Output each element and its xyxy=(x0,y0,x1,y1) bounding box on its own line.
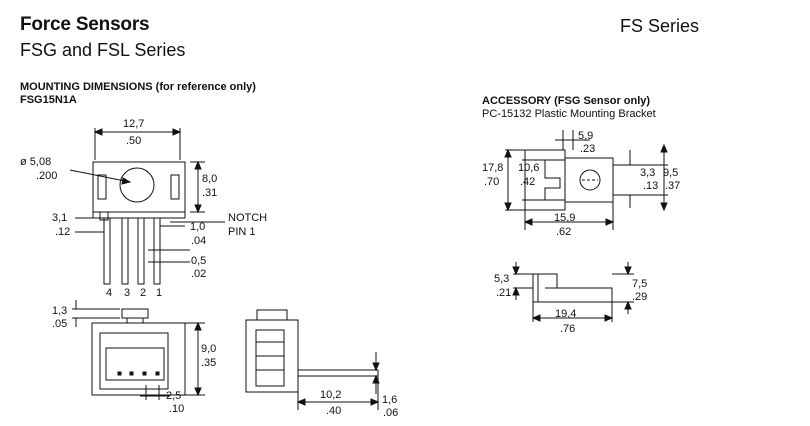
acc-b-mm: 17,8 xyxy=(482,162,504,174)
actuator-mm: 1,3 xyxy=(52,305,68,317)
pin-label-4: 4 xyxy=(106,287,113,299)
acc-g-mm: 5,3 xyxy=(494,273,510,285)
hole-in: .200 xyxy=(36,170,58,182)
pin-label-1: 1 xyxy=(156,287,163,299)
height-mm: 8,0 xyxy=(202,173,218,185)
actuator-in: .05 xyxy=(52,318,68,330)
acc-a-in: .23 xyxy=(580,143,596,155)
height-in: .31 xyxy=(202,187,218,199)
acc-i-mm: 19,4 xyxy=(555,308,577,320)
page-title: Force Sensors xyxy=(20,14,150,35)
side-thickness-in: .06 xyxy=(383,407,399,419)
notch-label: NOTCH xyxy=(228,212,268,224)
notch-mm: 1,0 xyxy=(190,221,206,233)
acc-d-in: .13 xyxy=(643,180,659,192)
side-length-in: .40 xyxy=(326,405,342,417)
width-in: .50 xyxy=(126,135,142,147)
pin-width-mm: 0,5 xyxy=(191,255,207,267)
acc-d-mm: 3,3 xyxy=(640,167,656,179)
acc-e-mm: 9,5 xyxy=(663,167,679,179)
hole-mm: ø 5,08 xyxy=(20,156,52,168)
series-label: FS Series xyxy=(620,16,700,36)
pin-label-3: 3 xyxy=(124,287,131,299)
side-thickness-mm: 1,6 xyxy=(382,394,398,406)
pitch-in: .10 xyxy=(169,403,185,415)
width-mm: 12,7 xyxy=(123,118,145,130)
body-height-mm: 9,0 xyxy=(201,343,217,355)
notch-in: .04 xyxy=(191,235,207,247)
pin-label-2: 2 xyxy=(140,287,147,299)
pin1-label: PIN 1 xyxy=(228,226,256,238)
acc-h-in: .29 xyxy=(632,291,648,303)
acc-b-in: .70 xyxy=(484,176,500,188)
acc-c-in: .42 xyxy=(520,176,536,188)
lead-mm: 3,1 xyxy=(52,212,68,224)
acc-e-in: .37 xyxy=(665,180,681,192)
mounting-part: FSG15N1A xyxy=(20,94,77,106)
acc-g-in: .21 xyxy=(496,287,512,299)
body-height-in: .35 xyxy=(201,357,217,369)
acc-f-mm: 15,9 xyxy=(554,212,576,224)
acc-h-mm: 7,5 xyxy=(632,278,648,290)
acc-c-mm: 10,6 xyxy=(518,162,540,174)
acc-i-in: .76 xyxy=(560,323,576,335)
accessory-part: PC-15132 Plastic Mounting Bracket xyxy=(482,108,656,120)
side-length-mm: 10,2 xyxy=(320,389,342,401)
acc-f-in: .62 xyxy=(556,226,572,238)
pin-width-in: .02 xyxy=(191,268,207,280)
accessory-heading: ACCESSORY (FSG Sensor only) xyxy=(482,95,651,107)
pitch-mm: 2,5 xyxy=(166,390,182,402)
page-subtitle: FSG and FSL Series xyxy=(20,40,186,60)
mounting-heading: MOUNTING DIMENSIONS (for reference only) xyxy=(20,81,256,93)
acc-a-mm: 5,9 xyxy=(578,130,594,142)
lead-in: .12 xyxy=(55,226,71,238)
